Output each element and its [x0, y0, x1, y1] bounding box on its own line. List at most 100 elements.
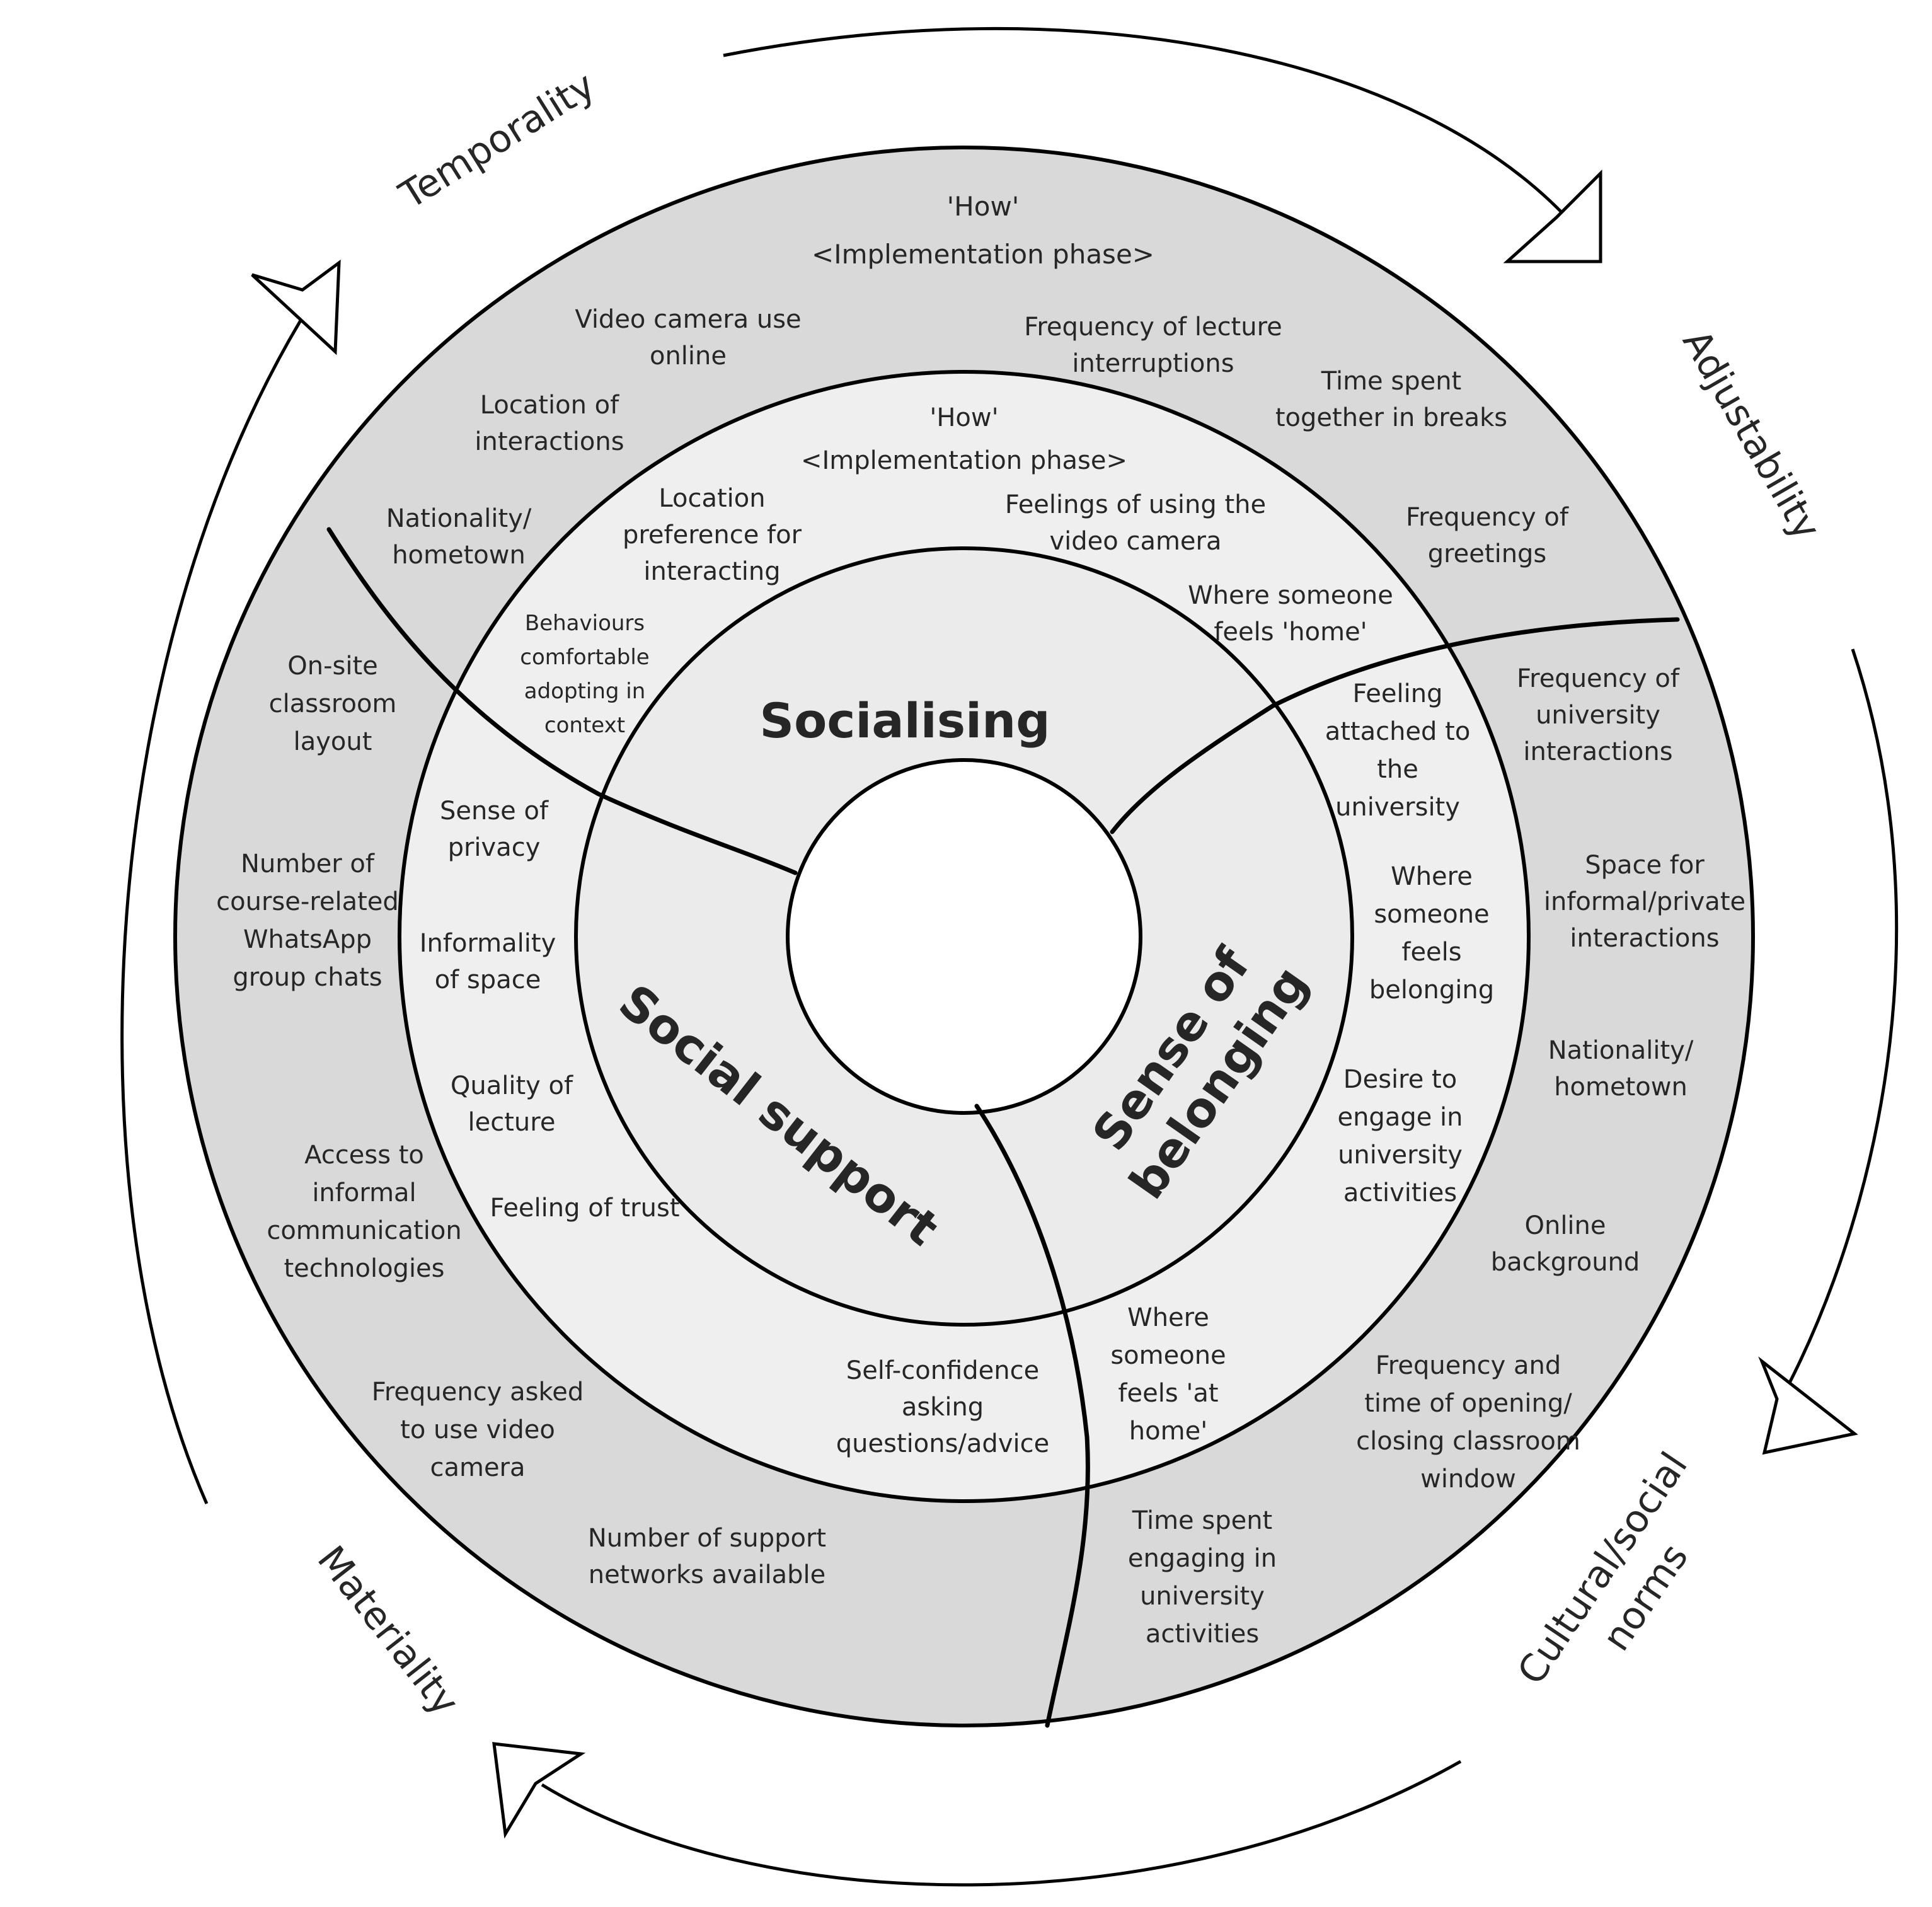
factor-line: Feelings of using the — [1005, 490, 1266, 519]
factor-line: feels 'home' — [1214, 618, 1367, 647]
factor-line: On-site — [287, 652, 378, 681]
factor-line: to use video — [400, 1415, 555, 1444]
factor-line: camera — [430, 1453, 525, 1482]
factor-line: Nationality/ — [386, 504, 532, 533]
factor-line: the — [1377, 755, 1418, 784]
factor-line: group chats — [233, 963, 382, 992]
factor-support-networks: Number of support networks available — [588, 1524, 826, 1589]
factor-line: Feeling — [1352, 679, 1442, 708]
factor-feeling-attached: Feeling attached to the university — [1325, 679, 1471, 822]
factor-line: Frequency of lecture — [1024, 313, 1282, 342]
factor-line: attached to — [1325, 717, 1471, 746]
factor-sense-of-privacy: Sense of privacy — [440, 797, 549, 862]
factor-line: hometown — [392, 541, 526, 570]
factor-line: activities — [1146, 1620, 1259, 1649]
factor-line: video camera — [1049, 527, 1221, 556]
factor-line: asking — [902, 1393, 984, 1422]
factor-line: Frequency of — [1517, 664, 1680, 693]
divider-support-belonging — [974, 1103, 1090, 1728]
cycle-arrow-top-right — [723, 26, 1577, 228]
inner-how-line-2: <Implementation phase> — [801, 446, 1127, 475]
factor-feeling-of-trust: Feeling of trust — [490, 1194, 680, 1223]
factor-line: home' — [1129, 1417, 1207, 1446]
corner-label-materiality: Materiality — [309, 1538, 468, 1724]
factor-line: Desire to — [1343, 1065, 1457, 1094]
outer-how-line-2: <Implementation phase> — [812, 239, 1154, 270]
factor-line: informal/private — [1544, 887, 1745, 916]
factor-line: engage in — [1337, 1103, 1463, 1132]
arrowhead-right — [1758, 1356, 1858, 1455]
factor-line: Quality of — [451, 1071, 573, 1100]
factor-line: hometown — [1554, 1073, 1688, 1102]
factor-line: interactions — [474, 427, 624, 456]
factor-feels-belonging: Where someone feels belonging — [1369, 862, 1494, 1005]
factor-line: networks available — [589, 1560, 826, 1589]
cycle-arrow-left — [120, 294, 318, 1505]
factor-line: interactions — [1570, 924, 1719, 953]
factor-feels-home: Where someone feels 'home' — [1188, 581, 1393, 647]
factor-online-background: Online background — [1491, 1211, 1640, 1277]
factor-line: lecture — [468, 1108, 556, 1137]
factor-line: course-related — [216, 887, 399, 916]
factor-line: window — [1420, 1465, 1516, 1494]
factor-line: preference for — [623, 521, 802, 550]
factor-line: privacy — [448, 833, 541, 862]
factor-frequency-university-interactions: Frequency of university interactions — [1517, 664, 1680, 766]
factor-line: Time spent — [1321, 367, 1461, 396]
factor-line: background — [1491, 1248, 1640, 1277]
factor-line: Number of — [241, 850, 375, 879]
center-circle — [786, 758, 1142, 1115]
factor-line: someone — [1374, 900, 1489, 929]
factor-line: comfortable — [520, 645, 649, 670]
factor-line: Location — [658, 484, 765, 513]
corner-label-temporality: Temporality — [391, 64, 602, 219]
inner-how-line-1: 'How' — [929, 403, 998, 432]
factor-time-together-breaks: Time spent together in breaks — [1275, 367, 1507, 432]
factor-line: Where — [1391, 862, 1473, 891]
arrowhead-left — [251, 259, 341, 355]
factor-line: Frequency and — [1376, 1351, 1561, 1380]
factor-line: Time spent — [1132, 1506, 1272, 1535]
factor-line: Number of support — [588, 1524, 826, 1553]
factor-line: Video camera use — [575, 305, 801, 334]
factor-line: university — [1335, 793, 1460, 822]
cycle-arrow-right — [1786, 648, 1899, 1386]
factor-line: Online — [1524, 1211, 1606, 1240]
factor-line: of space — [435, 965, 541, 994]
factor-line: Access to — [304, 1141, 424, 1170]
factor-line: Informality — [420, 929, 556, 958]
factor-nationality-outer-right: Nationality/hometown — [1548, 1036, 1694, 1102]
factor-line: closing classroom — [1356, 1427, 1580, 1456]
factor-line: Where someone — [1188, 581, 1393, 610]
factor-line: Sense of — [440, 797, 549, 826]
factor-line: interactions — [1523, 737, 1672, 766]
factor-line: together in breaks — [1275, 403, 1507, 432]
factor-line: Location of — [480, 391, 619, 420]
arrowhead-bottom — [492, 1742, 586, 1839]
factor-line: university — [1338, 1141, 1463, 1170]
cycle-arrow-bottom — [541, 1760, 1462, 1887]
factor-line: technologies — [284, 1254, 445, 1283]
factor-line: belonging — [1369, 976, 1494, 1005]
factor-line: university — [1140, 1582, 1265, 1611]
factor-line: university — [1536, 701, 1660, 730]
factor-line: informal — [312, 1178, 416, 1207]
factor-line: classroom — [269, 689, 397, 718]
factor-line: greetings — [1428, 539, 1547, 568]
factor-line: Self-confidence — [846, 1356, 1039, 1385]
factor-line: activities — [1343, 1178, 1457, 1207]
factor-line: feels — [1401, 938, 1461, 967]
